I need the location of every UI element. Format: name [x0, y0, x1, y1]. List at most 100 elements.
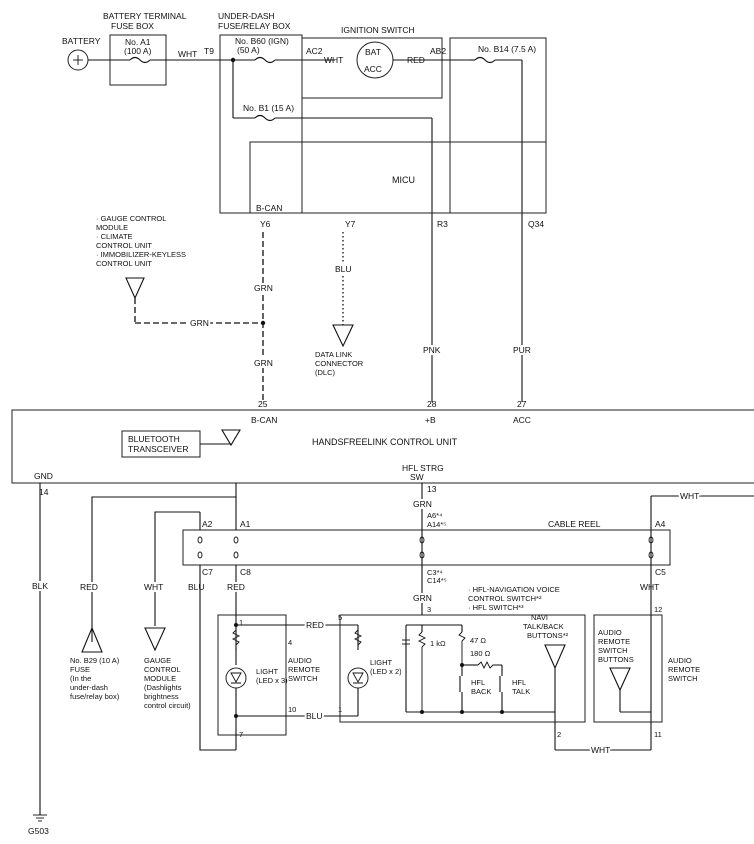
- wire-wht-left: WHT: [144, 582, 163, 592]
- fuse-b14-box: [449, 37, 547, 214]
- navi-3: BUTTONS*²: [527, 631, 569, 640]
- ignition-acc: ACC: [364, 64, 382, 74]
- light3-1: LIGHT: [256, 667, 279, 676]
- fuse-b29-5: fuse/relay box): [70, 692, 120, 701]
- wire-grn-v2: GRN: [254, 358, 273, 368]
- reel-a14: A14*⁵: [427, 520, 446, 529]
- module-list-4: CONTROL UNIT: [96, 241, 152, 250]
- fuse-a1-label: No. A1: [125, 37, 151, 47]
- pin-12: 12: [654, 605, 662, 614]
- fuse-a1-symbol: [129, 56, 151, 64]
- micu-box: [249, 141, 547, 214]
- hfl-switch-box: [339, 614, 586, 723]
- pin-3: 3: [427, 605, 431, 614]
- ignition-switch-box: [301, 37, 443, 99]
- hfl-pin-14: 14: [39, 487, 49, 497]
- wire-pur: PUR: [513, 345, 531, 355]
- fuse-b29-3: (In the: [70, 674, 91, 683]
- hfl-gnd: GND: [34, 471, 53, 481]
- audio-btn-4: BUTTONS: [598, 655, 634, 664]
- hfl-title: HANDSFREELINK CONTROL UNIT: [312, 437, 458, 447]
- pin-t9: T9: [204, 46, 214, 56]
- dlc-label-3: (DLC): [315, 368, 336, 377]
- module-antenna-icon: [125, 277, 145, 300]
- led-left-icon: [225, 667, 247, 689]
- ignition-bat: BAT: [365, 47, 381, 57]
- ignition-switch-label: IGNITION SWITCH: [341, 25, 415, 35]
- wire-wht-1: WHT: [178, 49, 197, 59]
- dlc-label-1: DATA LINK: [315, 350, 352, 359]
- hfl-acc: ACC: [513, 415, 531, 425]
- pin-ab2: AB2: [430, 46, 446, 56]
- dlc-label-2: CONNECTOR: [315, 359, 364, 368]
- module-list-3: · CLIMATE: [96, 232, 133, 241]
- battery-fuse-box-label-2: FUSE BOX: [111, 21, 154, 31]
- micu-bcan: B-CAN: [256, 203, 282, 213]
- navi-1: NAVI: [531, 613, 548, 622]
- wire-red-left: RED: [80, 582, 98, 592]
- reel-c7: C7: [202, 567, 213, 577]
- module-list-6: CONTROL UNIT: [96, 259, 152, 268]
- fuse-b60-rating: (50 A): [237, 45, 260, 55]
- wire-blu-dlc: BLU: [335, 264, 352, 274]
- hfl-nav-label-3: · HFL SWITCH*³: [468, 603, 524, 612]
- hfl-nav-label-2: CONTROL SWITCH*²: [468, 594, 542, 603]
- gauge-module-1: GAUGE: [144, 656, 171, 665]
- resistor-mid: [353, 629, 363, 646]
- res-47: 47 Ω: [470, 636, 486, 645]
- gauge-module-3: MODULE: [144, 674, 176, 683]
- hfl-talk-1: HFL: [512, 678, 526, 687]
- reel-c3: C3*⁴: [427, 568, 443, 577]
- fuse-b60-label: No. B60 (IGN): [235, 36, 289, 46]
- light3-2: (LED x 3): [256, 676, 288, 685]
- hfl-talk-2: TALK: [512, 687, 530, 696]
- hfl-pin-25: 25: [258, 399, 268, 409]
- battery-label: BATTERY: [62, 36, 101, 46]
- reel-a1: A1: [240, 519, 251, 529]
- fuse-b60-symbol: [254, 56, 276, 64]
- audio-sw-left-1: AUDIO: [288, 656, 312, 665]
- hfl-bcan: B-CAN: [251, 415, 277, 425]
- pin-1-left: 1: [239, 618, 243, 627]
- light2-2: (LED x 2): [370, 667, 402, 676]
- reel-c14: C14*⁵: [427, 576, 447, 585]
- res-1k: 1 kΩ: [430, 639, 446, 648]
- audio-btn-3: SWITCH: [598, 646, 628, 655]
- fuse-b14-label: No. B14 (7.5 A): [478, 44, 536, 54]
- underdash-box-label-1: UNDER-DASH: [218, 11, 275, 21]
- reel-a2: A2: [202, 519, 213, 529]
- pin-4: 4: [288, 638, 292, 647]
- ground-g503: G503: [28, 826, 49, 836]
- audio-sw-right-3: SWITCH: [668, 674, 698, 683]
- resistor-1k: [417, 631, 427, 712]
- wire-blu-mid: BLU: [306, 711, 323, 721]
- cable-reel-box: [182, 529, 671, 566]
- hfl-strg-1: HFL STRG: [402, 463, 444, 473]
- wire-red-a1: RED: [227, 582, 245, 592]
- hfl-nav-label-1: · HFL-NAVIGATION VOICE: [468, 585, 560, 594]
- gauge-module-6: control circuit): [144, 701, 191, 710]
- battery-fuse-box-label-1: BATTERY TERMINAL: [103, 11, 187, 21]
- audio-btn-2: REMOTE: [598, 637, 630, 646]
- battery-symbol: [67, 49, 89, 71]
- hfl-pin-13: 13: [427, 484, 437, 494]
- fuse-b1-symbol: [254, 114, 276, 122]
- hfl-pin-27: 27: [517, 399, 527, 409]
- pin-1-mid: 1: [338, 705, 342, 714]
- hfl-strg-2: SW: [410, 472, 424, 482]
- gauge-module-icon: [144, 627, 166, 652]
- reel-c5: C5: [655, 567, 666, 577]
- audio-remote-switch-left-box: [217, 614, 287, 736]
- navi-2: TALK/BACK: [523, 622, 564, 631]
- gauge-module-2: CONTROL: [144, 665, 181, 674]
- led-mid-icon: [347, 667, 369, 689]
- light2-1: LIGHT: [370, 658, 393, 667]
- resistor-47: [458, 631, 466, 665]
- bluetooth-label-1: BLUETOOTH: [128, 434, 180, 444]
- pin-10: 10: [288, 705, 296, 714]
- wire-wht-2: WHT: [324, 55, 343, 65]
- navi-buttons-icon: [544, 644, 566, 670]
- wire-grn-horizontal: GRN: [190, 318, 209, 328]
- audio-btn-1: AUDIO: [598, 628, 622, 637]
